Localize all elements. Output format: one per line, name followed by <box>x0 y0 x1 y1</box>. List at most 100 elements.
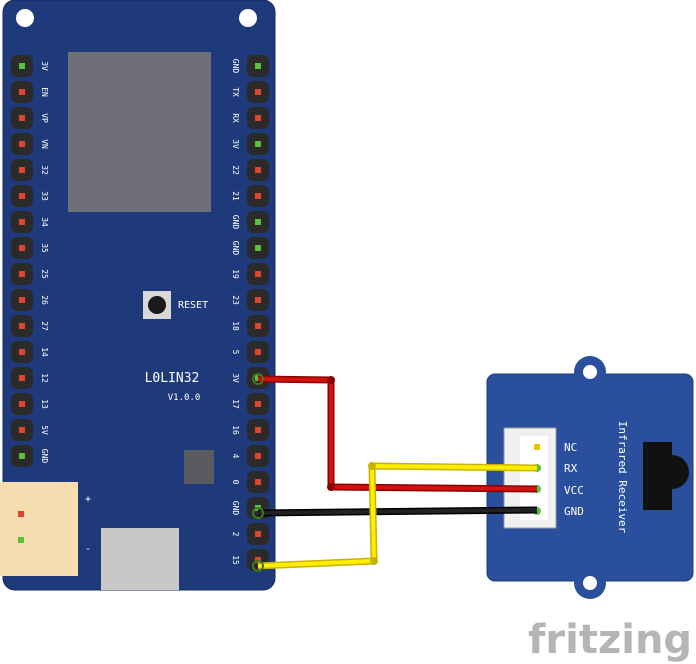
pin-vn[interactable] <box>19 141 25 147</box>
sensor-title: Infrared Receiver <box>616 421 629 534</box>
wire-bend <box>368 462 376 470</box>
wire-end <box>252 507 264 519</box>
pin-35[interactable] <box>19 245 25 251</box>
pin-22[interactable] <box>255 167 261 173</box>
pin-27[interactable] <box>19 323 25 329</box>
board-version: V1.0.0 <box>168 393 201 403</box>
pin-3v[interactable] <box>255 141 261 147</box>
mounting-hole <box>239 9 257 27</box>
pin-25[interactable] <box>19 271 25 277</box>
sensor-pin-label: RX <box>564 462 578 475</box>
pin-label: 3V <box>231 139 240 149</box>
pin-17[interactable] <box>255 401 261 407</box>
battery-minus-label: - <box>85 544 91 555</box>
pin-label: 3V <box>40 61 49 71</box>
pin-3v[interactable] <box>19 63 25 69</box>
pin-label: 32 <box>40 165 49 175</box>
pin-rx[interactable] <box>255 115 261 121</box>
pin-gnd[interactable] <box>255 245 261 251</box>
pin-label: 19 <box>231 269 240 279</box>
pin-26[interactable] <box>19 297 25 303</box>
pin-label: 34 <box>40 217 49 227</box>
pin-label: GND <box>231 501 240 516</box>
pin-label: VN <box>40 139 49 149</box>
wire-15-rx-core <box>257 464 538 568</box>
infrared-receiver-module: NC RX VCC GND Infrared Receiver <box>486 356 694 599</box>
wire-end <box>252 373 264 385</box>
pin-2[interactable] <box>255 531 261 537</box>
pin-label: 14 <box>40 347 49 357</box>
pin-label: TX <box>231 87 240 97</box>
battery-pin <box>18 511 24 517</box>
pin-12[interactable] <box>19 375 25 381</box>
pin-label: EN <box>40 87 49 97</box>
wire-end <box>252 560 264 572</box>
pin-4[interactable] <box>255 453 261 459</box>
mounting-hole <box>16 9 34 27</box>
pin-label: 5 <box>231 350 240 355</box>
pin-0[interactable] <box>255 479 261 485</box>
pin-label: 25 <box>40 269 49 279</box>
pin-label: GND <box>231 59 240 74</box>
pin-gnd[interactable] <box>255 63 261 69</box>
pin-19[interactable] <box>255 271 261 277</box>
battery-connector <box>0 482 78 576</box>
pin-gnd[interactable] <box>19 453 25 459</box>
pin-32[interactable] <box>19 167 25 173</box>
pin-14[interactable] <box>19 349 25 355</box>
wire-3v-vcc-core <box>257 377 538 491</box>
pin-label: 5V <box>40 425 49 435</box>
pin-18[interactable] <box>255 323 261 329</box>
usb-connector <box>101 528 179 590</box>
pin-23[interactable] <box>255 297 261 303</box>
battery-plus-label: + <box>85 494 91 505</box>
pin-label: 22 <box>231 165 240 175</box>
sensor-pin-label: GND <box>564 505 584 518</box>
ic-chip <box>184 450 214 484</box>
pin-label: 16 <box>231 425 240 435</box>
pin-label: 23 <box>231 295 240 305</box>
pin-label: 4 <box>231 454 240 459</box>
pin-16[interactable] <box>255 427 261 433</box>
pin-label: 33 <box>40 191 49 201</box>
sensor-pin-label: VCC <box>564 484 584 497</box>
pin-label: 21 <box>231 191 240 201</box>
pin-label: VP <box>40 113 49 123</box>
pin-13[interactable] <box>19 401 25 407</box>
pin-label: RX <box>231 113 240 123</box>
pin-tx[interactable] <box>255 89 261 95</box>
reset-button-cap <box>148 296 166 314</box>
pin-gnd[interactable] <box>255 219 261 225</box>
pin-label: 17 <box>231 399 240 409</box>
lolin32-board: RESET L0LIN32 V1.0.0 + - 3V EN VP VN 32 33 34 3… <box>0 0 276 591</box>
pin-label: 13 <box>40 399 49 409</box>
wire-bend <box>327 376 335 384</box>
pin-label: 18 <box>231 321 240 331</box>
battery-pin <box>18 537 24 543</box>
sensor-pin-label: NC <box>564 441 577 454</box>
ir-receiver-component <box>643 442 689 510</box>
board-name: L0LIN32 <box>145 371 200 386</box>
pin-label: 27 <box>40 321 49 331</box>
pin-34[interactable] <box>19 219 25 225</box>
pin-label: GND <box>40 449 49 464</box>
fritzing-logo: fritzing <box>528 617 692 663</box>
pin-label: GND <box>231 215 240 230</box>
wire-gnd-gnd-core <box>257 508 538 515</box>
reset-label: RESET <box>178 300 208 311</box>
mounting-hole <box>583 576 597 590</box>
pin-label: 12 <box>40 373 49 383</box>
mounting-hole <box>583 365 597 379</box>
pin-label: 35 <box>40 243 49 253</box>
wifi-module <box>68 52 211 212</box>
pin-3v[interactable] <box>255 375 261 381</box>
pin-33[interactable] <box>19 193 25 199</box>
pin-5v[interactable] <box>19 427 25 433</box>
pin-5[interactable] <box>255 349 261 355</box>
pin-21[interactable] <box>255 193 261 199</box>
wire-bend <box>370 557 378 565</box>
pin-en[interactable] <box>19 89 25 95</box>
pin-vp[interactable] <box>19 115 25 121</box>
